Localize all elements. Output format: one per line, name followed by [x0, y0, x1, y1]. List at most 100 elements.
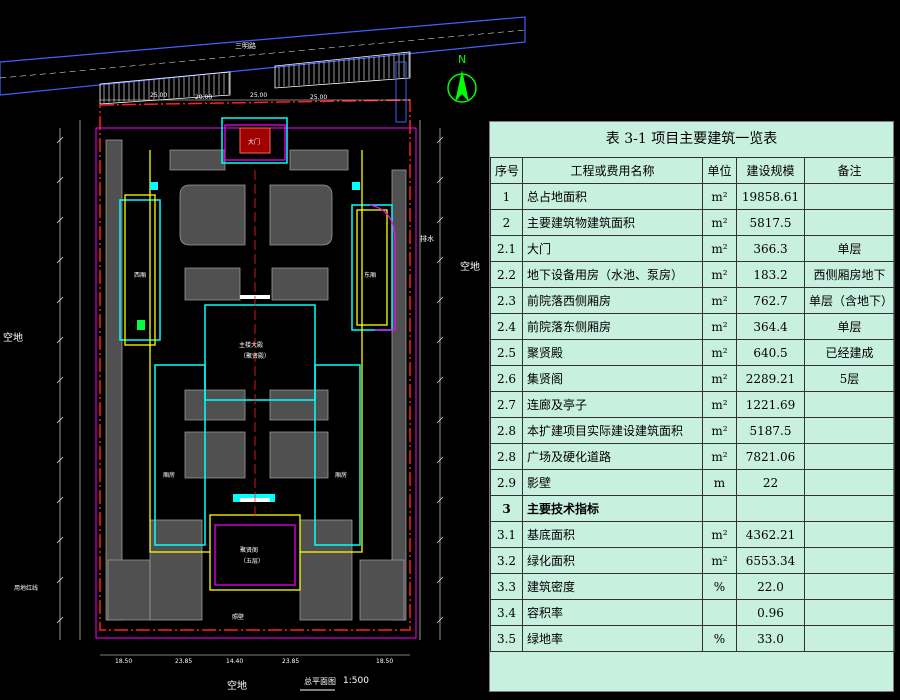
cell-note — [804, 469, 895, 496]
cell-no: 2.7 — [490, 391, 523, 418]
dim-bottom-1: 18.50 — [115, 658, 133, 665]
cell-no: 2.3 — [490, 287, 523, 314]
buildings — [119, 117, 393, 546]
north-arrow — [447, 70, 477, 103]
cell-unit: m² — [702, 365, 737, 392]
cell-name: 基底面积 — [522, 521, 703, 548]
road — [0, 16, 526, 105]
cell-note: 已经建成 — [804, 339, 895, 366]
cell-name: 容积率 — [522, 599, 703, 626]
dimension-tick — [56, 616, 64, 624]
cell-scale: 7821.06 — [736, 443, 805, 470]
rear-hall — [214, 124, 396, 586]
dimension-tick — [56, 296, 64, 304]
cell-scale: 1221.69 — [736, 391, 805, 418]
scale-value: 1:500 — [343, 676, 369, 686]
cell-name: 主要建筑物建筑面积 — [522, 209, 703, 236]
cell-scale: 6553.34 — [736, 547, 805, 574]
cell-name: 前院落东侧厢房 — [522, 313, 703, 340]
cell-unit — [702, 599, 737, 626]
cell-no: 2.8 — [490, 417, 523, 444]
dimension-tick — [436, 136, 444, 144]
cell-name: 前院落西侧厢房 — [522, 287, 703, 314]
dimension-tick — [436, 456, 444, 464]
cell-scale: 0.96 — [736, 599, 805, 626]
dimension-tick — [56, 176, 64, 184]
cell-no: 2.8 — [490, 443, 523, 470]
dimension-tick — [56, 536, 64, 544]
cell-no: 2 — [490, 209, 523, 236]
cell-note — [804, 521, 895, 548]
cell-unit: m — [702, 469, 737, 496]
dimension-tick — [56, 376, 64, 384]
cell-no: 2.4 — [490, 313, 523, 340]
cell-name: 建筑密度 — [522, 573, 703, 600]
road-label: 三明路 — [235, 42, 256, 50]
west-land-label: 空地 — [3, 333, 23, 344]
dimension-tick — [56, 136, 64, 144]
table-title: 表 3-1 项目主要建筑一览表 — [605, 131, 778, 147]
west-room-label: 厢房 — [163, 472, 176, 479]
cell-unit: m² — [702, 183, 737, 210]
cell-unit: m² — [702, 261, 737, 288]
dimension-tick — [56, 216, 64, 224]
cell-note — [804, 417, 895, 444]
east-land-label: 空地 — [460, 262, 480, 273]
table-header-row: 序号 工程或费用名称 单位 建设规模 备注 — [490, 157, 895, 184]
cell-name: 影壁 — [522, 469, 703, 496]
cell-no: 1 — [490, 183, 523, 210]
dimension-lines — [59, 99, 441, 656]
gate-building — [239, 127, 271, 154]
cell-note — [804, 625, 895, 652]
dimension-tick — [56, 416, 64, 424]
cell-no: 2.2 — [490, 261, 523, 288]
cell-name: 大门 — [522, 235, 703, 262]
south-land-label: 空地 — [227, 681, 247, 692]
green-zones — [105, 139, 407, 621]
cell-unit: m² — [702, 287, 737, 314]
cell-note: 单层 — [804, 235, 895, 262]
dim-bottom-2: 23.85 — [175, 658, 193, 665]
cell-unit: m² — [702, 391, 737, 418]
cell-note: 单层 — [804, 313, 895, 340]
header-scale: 建设规模 — [736, 157, 805, 184]
cell-unit — [702, 495, 737, 522]
dimension-tick — [436, 376, 444, 384]
cell-name: 聚贤殿 — [522, 339, 703, 366]
cell-no: 2.1 — [490, 235, 523, 262]
dimension-tick — [436, 616, 444, 624]
header-note: 备注 — [804, 157, 895, 184]
cell-scale — [736, 495, 805, 522]
header-no: 序号 — [490, 157, 523, 184]
cell-no: 3.5 — [490, 625, 523, 652]
cell-unit: m² — [702, 339, 737, 366]
dim-bottom-3: 14.40 — [226, 658, 244, 665]
cell-no: 3.2 — [490, 547, 523, 574]
dim-bottom-5: 18.50 — [376, 658, 394, 665]
boundary-label: 用地红线 — [14, 585, 39, 592]
dimension-tick — [436, 336, 444, 344]
cell-unit: m² — [702, 547, 737, 574]
cell-note — [804, 443, 895, 470]
cell-unit: m² — [702, 313, 737, 340]
rear-hall-label: 聚贤阁 — [240, 547, 259, 554]
cell-scale: 22 — [736, 469, 805, 496]
cell-note: 西侧厢房地下 — [804, 261, 895, 288]
east-room-label: 厢房 — [335, 472, 348, 479]
header-name: 工程或费用名称 — [522, 157, 703, 184]
cell-name: 绿地率 — [522, 625, 703, 652]
main-hall-label: 主楼大殿 — [239, 342, 264, 349]
cell-unit: m² — [702, 443, 737, 470]
cell-unit: m² — [702, 521, 737, 548]
